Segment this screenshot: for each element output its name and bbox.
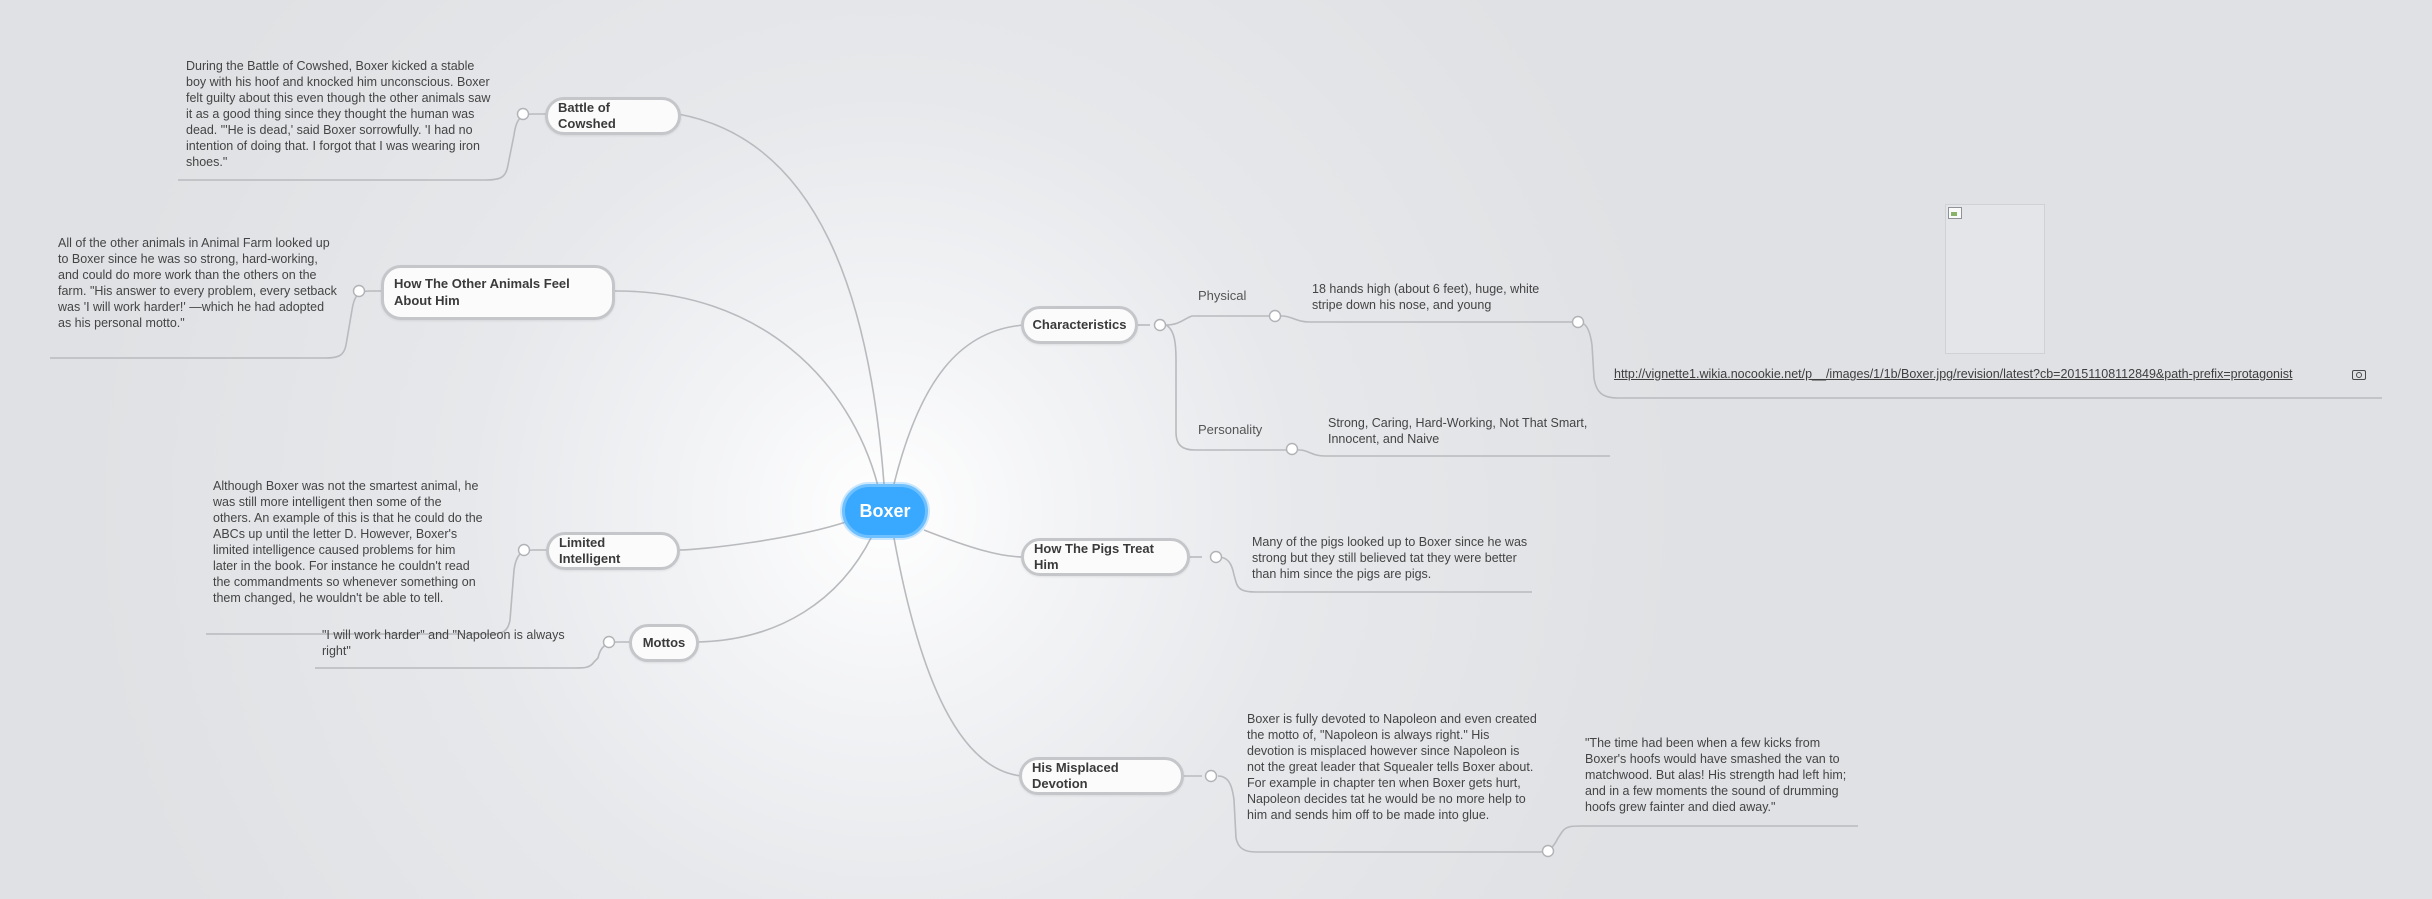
note-other-animals: All of the other animals in Animal Farm … [58, 236, 337, 330]
note-pigs-treat-him: Many of the pigs looked up to Boxer sinc… [1252, 535, 1528, 581]
topic-label: Mottos [642, 634, 686, 650]
collapse-dot-physical-note [1571, 315, 1585, 329]
topic-label: How The Pigs Treat Him [1034, 540, 1154, 572]
topic-limited-intelligent[interactable]: Limited Intelligent [546, 532, 680, 570]
collapse-dot-characteristics [1153, 318, 1167, 332]
topic-battle-of-cowshed[interactable]: Battle of Cowshed [545, 97, 681, 135]
note-mottos: "I will work harder" and "Napoleon is al… [322, 628, 565, 658]
topic-label: Characteristics [1032, 316, 1127, 332]
note-limited-intelligent: Although Boxer was not the smartest anim… [213, 479, 483, 605]
link-root-others [613, 290, 879, 487]
topic-mottos[interactable]: Mottos [629, 624, 699, 662]
link-root-devotion [893, 537, 1023, 777]
topic-other-animals[interactable]: How The Other Animals Feel About Him [381, 265, 615, 320]
topic-label: His Misplaced Devotion [1032, 759, 1119, 791]
topic-misplaced-devotion[interactable]: His Misplaced Devotion [1019, 757, 1184, 795]
topic-label: How The Other Animals Feel About Him [394, 276, 570, 308]
note-devotion-quote: "The time had been when a few kicks from… [1585, 736, 1847, 814]
link-root-characteristics [893, 324, 1025, 485]
collapse-dot-mottos [602, 635, 616, 649]
topic-characteristics[interactable]: Characteristics [1021, 306, 1138, 344]
topic-label: Limited Intelligent [559, 534, 621, 566]
note-misplaced-devotion: Boxer is fully devoted to Napoleon and e… [1247, 712, 1537, 822]
collapse-dot-battle [516, 107, 530, 121]
collapse-dot-others [352, 284, 366, 298]
collapse-dot-pigs [1209, 550, 1223, 564]
label-personality: Personality [1198, 422, 1263, 437]
collapse-dot-physical [1268, 309, 1282, 323]
topic-pigs-treat-him[interactable]: How The Pigs Treat Him [1021, 538, 1190, 576]
link-root-battle [677, 113, 885, 485]
image-attachment-icon[interactable] [2352, 370, 2366, 380]
boxer-image [1945, 204, 2045, 354]
collapse-dot-devotion-note [1541, 844, 1555, 858]
link-root-pigs [923, 529, 1025, 558]
collapse-dot-intelligent [517, 543, 531, 557]
topic-label: Battle of Cowshed [558, 99, 616, 131]
root-label: Boxer [859, 500, 911, 521]
image-url-link[interactable]: http://vignette1.wikia.nocookie.net/p__/… [1614, 367, 2293, 381]
collapse-dot-devotion [1204, 769, 1218, 783]
collapse-dot-personality [1285, 442, 1299, 456]
link-root-mottos [697, 535, 873, 643]
note-physical: 18 hands high (about 6 feet), huge, whit… [1312, 282, 1540, 312]
broken-image-icon [1948, 207, 1962, 219]
label-physical: Physical [1198, 288, 1247, 303]
link-root-intelligent [677, 521, 847, 551]
note-battle-of-cowshed: During the Battle of Cowshed, Boxer kick… [186, 59, 491, 169]
note-personality: Strong, Caring, Hard-Working, Not That S… [1328, 416, 1588, 446]
root-topic[interactable]: Boxer [842, 484, 928, 538]
